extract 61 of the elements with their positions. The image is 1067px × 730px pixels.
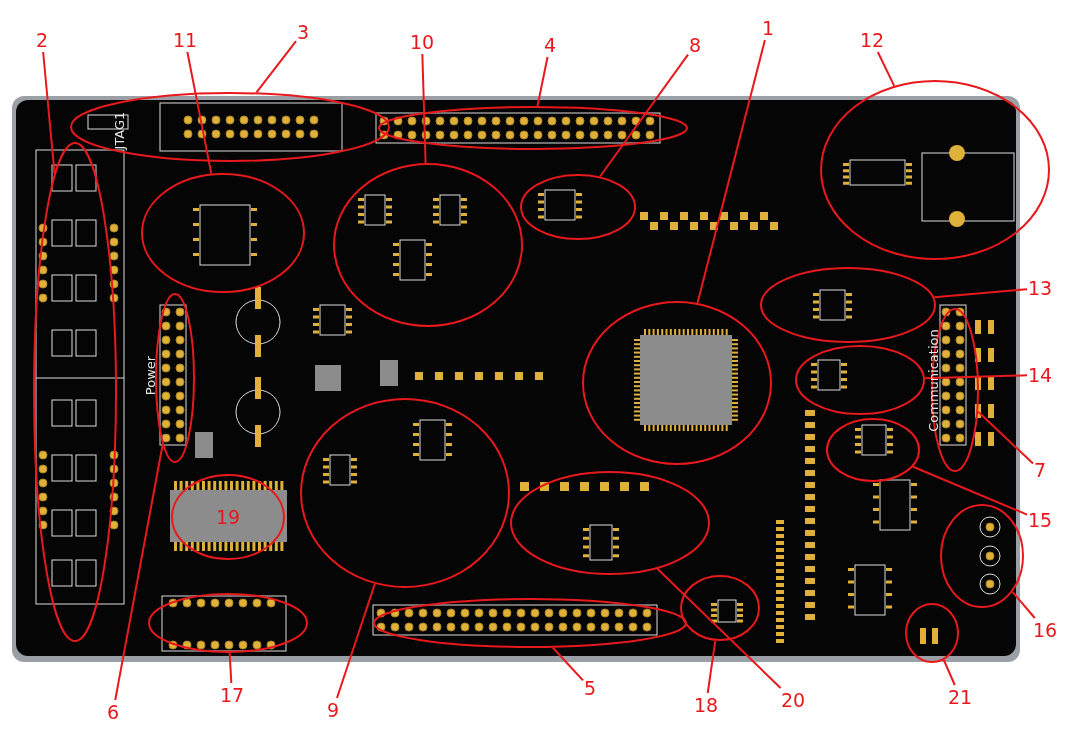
callout-ellipse bbox=[520, 174, 636, 240]
callout-ellipse bbox=[905, 603, 959, 663]
silkscreen-label: Power bbox=[142, 355, 158, 395]
callout-number: 16 bbox=[1033, 619, 1058, 641]
callout-ellipse bbox=[148, 593, 308, 653]
callout-ellipse bbox=[155, 293, 195, 463]
callout-number: 8 bbox=[689, 34, 702, 56]
leader-line bbox=[1011, 590, 1036, 619]
callout-number: 14 bbox=[1028, 364, 1053, 386]
leader-line bbox=[336, 583, 376, 699]
callout-number: 21 bbox=[948, 686, 973, 708]
callout-ellipse bbox=[510, 471, 710, 575]
leader-line bbox=[942, 659, 956, 686]
callout-ellipse bbox=[378, 106, 688, 150]
callout-ellipse bbox=[940, 504, 1024, 608]
silkscreen-label: JTAG1 bbox=[112, 111, 128, 149]
callout-number: 12 bbox=[860, 29, 885, 51]
callout-ellipse bbox=[826, 418, 920, 482]
callout-ellipse bbox=[582, 301, 772, 465]
callout-ellipse bbox=[141, 173, 305, 293]
callout-ellipse bbox=[70, 92, 390, 162]
callout-number: 3 bbox=[297, 21, 310, 43]
callout-ellipse bbox=[795, 345, 925, 415]
leader-line bbox=[228, 652, 233, 684]
leader-line bbox=[656, 567, 782, 689]
leader-line bbox=[114, 443, 164, 701]
callout-number: 4 bbox=[544, 34, 557, 56]
callout-number: 1 bbox=[762, 17, 775, 39]
silkscreen-label: Communication bbox=[925, 328, 941, 432]
callout-number: 7 bbox=[1034, 459, 1047, 481]
callout-number: 13 bbox=[1028, 277, 1053, 299]
callout-number: 18 bbox=[694, 694, 719, 716]
callout-number: 17 bbox=[220, 684, 245, 706]
leader-line bbox=[255, 40, 297, 94]
leader-line bbox=[186, 51, 213, 175]
callout-ellipse bbox=[171, 474, 285, 560]
leader-line bbox=[696, 39, 766, 304]
callout-number: 2 bbox=[36, 29, 49, 51]
leader-line bbox=[42, 51, 56, 175]
leader-line bbox=[933, 288, 1028, 299]
leader-line bbox=[876, 51, 896, 87]
callout-number: 5 bbox=[584, 677, 597, 699]
leader-line bbox=[706, 639, 717, 694]
callout-number: 15 bbox=[1028, 509, 1053, 531]
callout-ellipse bbox=[820, 80, 1050, 260]
callout-ellipse bbox=[33, 142, 117, 642]
leader-line bbox=[551, 646, 584, 682]
callout-number: 9 bbox=[327, 699, 340, 721]
leader-line bbox=[599, 53, 689, 178]
callout-number: 19 bbox=[215, 506, 241, 528]
leader-line bbox=[536, 56, 549, 107]
callout-number: 11 bbox=[173, 29, 198, 51]
leader-line bbox=[421, 53, 427, 165]
callout-number: 6 bbox=[107, 701, 120, 723]
callout-ellipse bbox=[300, 398, 510, 588]
callout-ellipse bbox=[680, 575, 760, 641]
leader-line bbox=[977, 410, 1034, 465]
callout-number: 20 bbox=[781, 689, 806, 711]
callout-ellipse bbox=[373, 598, 687, 648]
callout-number: 10 bbox=[410, 31, 435, 53]
callout-ellipse bbox=[333, 163, 523, 327]
